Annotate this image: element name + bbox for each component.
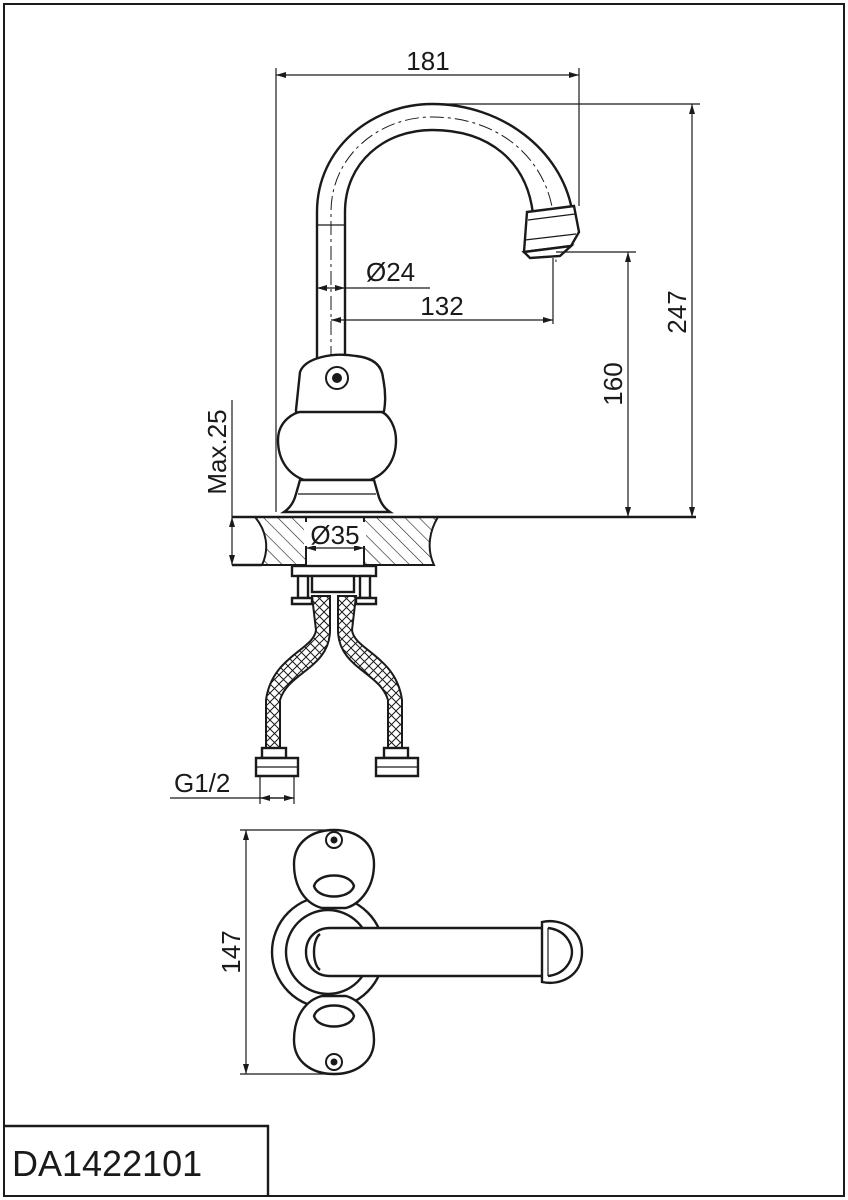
product-code: DA1422101 xyxy=(12,1143,202,1184)
dimension-181-label: 181 xyxy=(406,46,449,76)
dimension-top-width: 147 xyxy=(216,829,334,1075)
dimension-o24-label: Ø24 xyxy=(366,257,415,287)
dimension-spout-reach: 132 xyxy=(331,258,554,324)
spout xyxy=(315,102,581,360)
dimension-max-thickness: Max.25 xyxy=(202,400,235,565)
dimension-thread: G1/2 xyxy=(170,768,295,804)
dimension-o35-label: Ø35 xyxy=(310,520,359,550)
dimension-height-total: 247 xyxy=(432,103,700,517)
faucet-side-view: 181 247 160 Ø24 132 xyxy=(170,46,700,804)
dimension-247-label: 247 xyxy=(662,290,692,333)
dimension-hole-diameter: Ø35 xyxy=(304,520,366,551)
spout-top xyxy=(304,919,584,985)
drawing-border xyxy=(3,3,845,1197)
dimension-160-label: 160 xyxy=(598,362,628,405)
title-block: DA1422101 xyxy=(4,1124,270,1196)
dimension-max25-label: Max.25 xyxy=(202,409,232,494)
faucet-body xyxy=(276,410,398,514)
dimension-reach-total: 181 xyxy=(275,46,580,512)
dimension-132-label: 132 xyxy=(420,291,463,321)
dimension-147-label: 147 xyxy=(216,930,246,973)
countertop-section xyxy=(232,515,696,567)
dimension-spout-height: 160 xyxy=(556,251,636,517)
dimension-g12-label: G1/2 xyxy=(174,768,230,798)
braided-hoses xyxy=(254,595,420,778)
faucet-top-view: 147 xyxy=(216,828,584,1076)
handle-top-lower xyxy=(292,994,376,1076)
mounting-hardware xyxy=(290,564,378,606)
handle-top-upper xyxy=(292,828,376,910)
dimension-spout-diameter: Ø24 xyxy=(317,257,430,291)
